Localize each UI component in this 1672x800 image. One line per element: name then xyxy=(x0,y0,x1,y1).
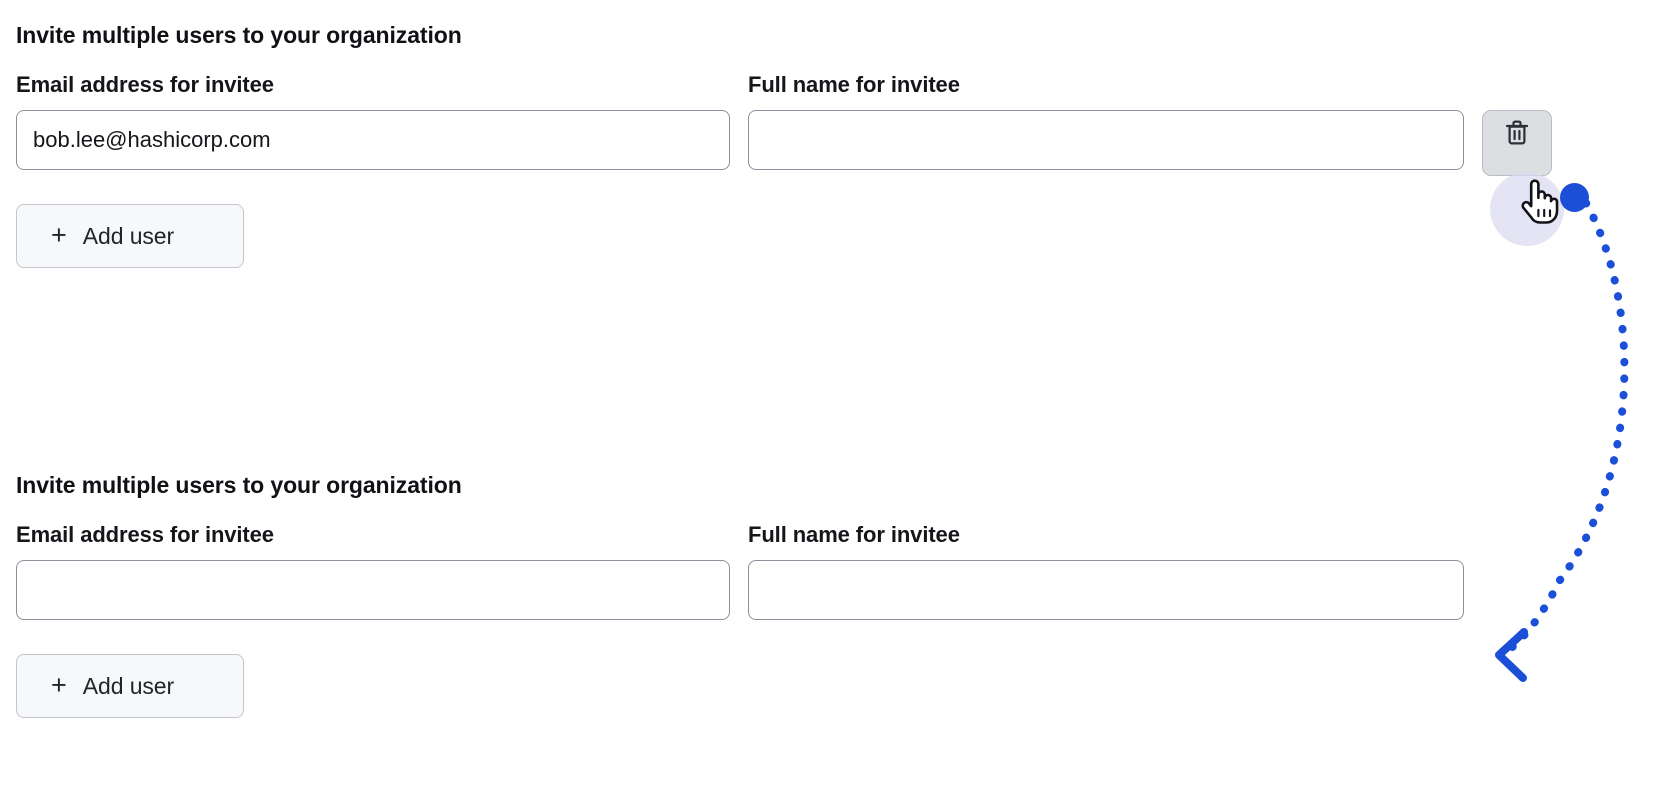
plus-icon: + xyxy=(51,219,67,250)
email-field-label: Email address for invitee xyxy=(16,72,274,97)
add-user-button[interactable]: + Add user xyxy=(16,654,244,718)
add-user-button-label: Add user xyxy=(82,672,175,699)
plus-icon: + xyxy=(51,669,67,700)
cursor-click-halo xyxy=(1490,172,1564,246)
email-input[interactable] xyxy=(16,560,730,620)
section-heading: Invite multiple users to your organizati… xyxy=(16,22,462,48)
section-heading: Invite multiple users to your organizati… xyxy=(16,472,462,498)
annotation-start-dot xyxy=(1560,183,1589,212)
trash-icon xyxy=(1504,119,1530,147)
full-name-field-label: Full name for invitee xyxy=(748,522,960,547)
full-name-input[interactable] xyxy=(748,110,1464,170)
email-field-label: Email address for invitee xyxy=(16,522,274,547)
full-name-field-label: Full name for invitee xyxy=(748,72,960,97)
mouse-cursor-pointing-hand xyxy=(1515,176,1559,233)
email-input[interactable] xyxy=(16,110,730,170)
add-user-button[interactable]: + Add user xyxy=(16,204,244,268)
full-name-input[interactable] xyxy=(748,560,1464,620)
delete-invitee-button[interactable] xyxy=(1482,110,1552,176)
add-user-button-label: Add user xyxy=(82,222,175,249)
